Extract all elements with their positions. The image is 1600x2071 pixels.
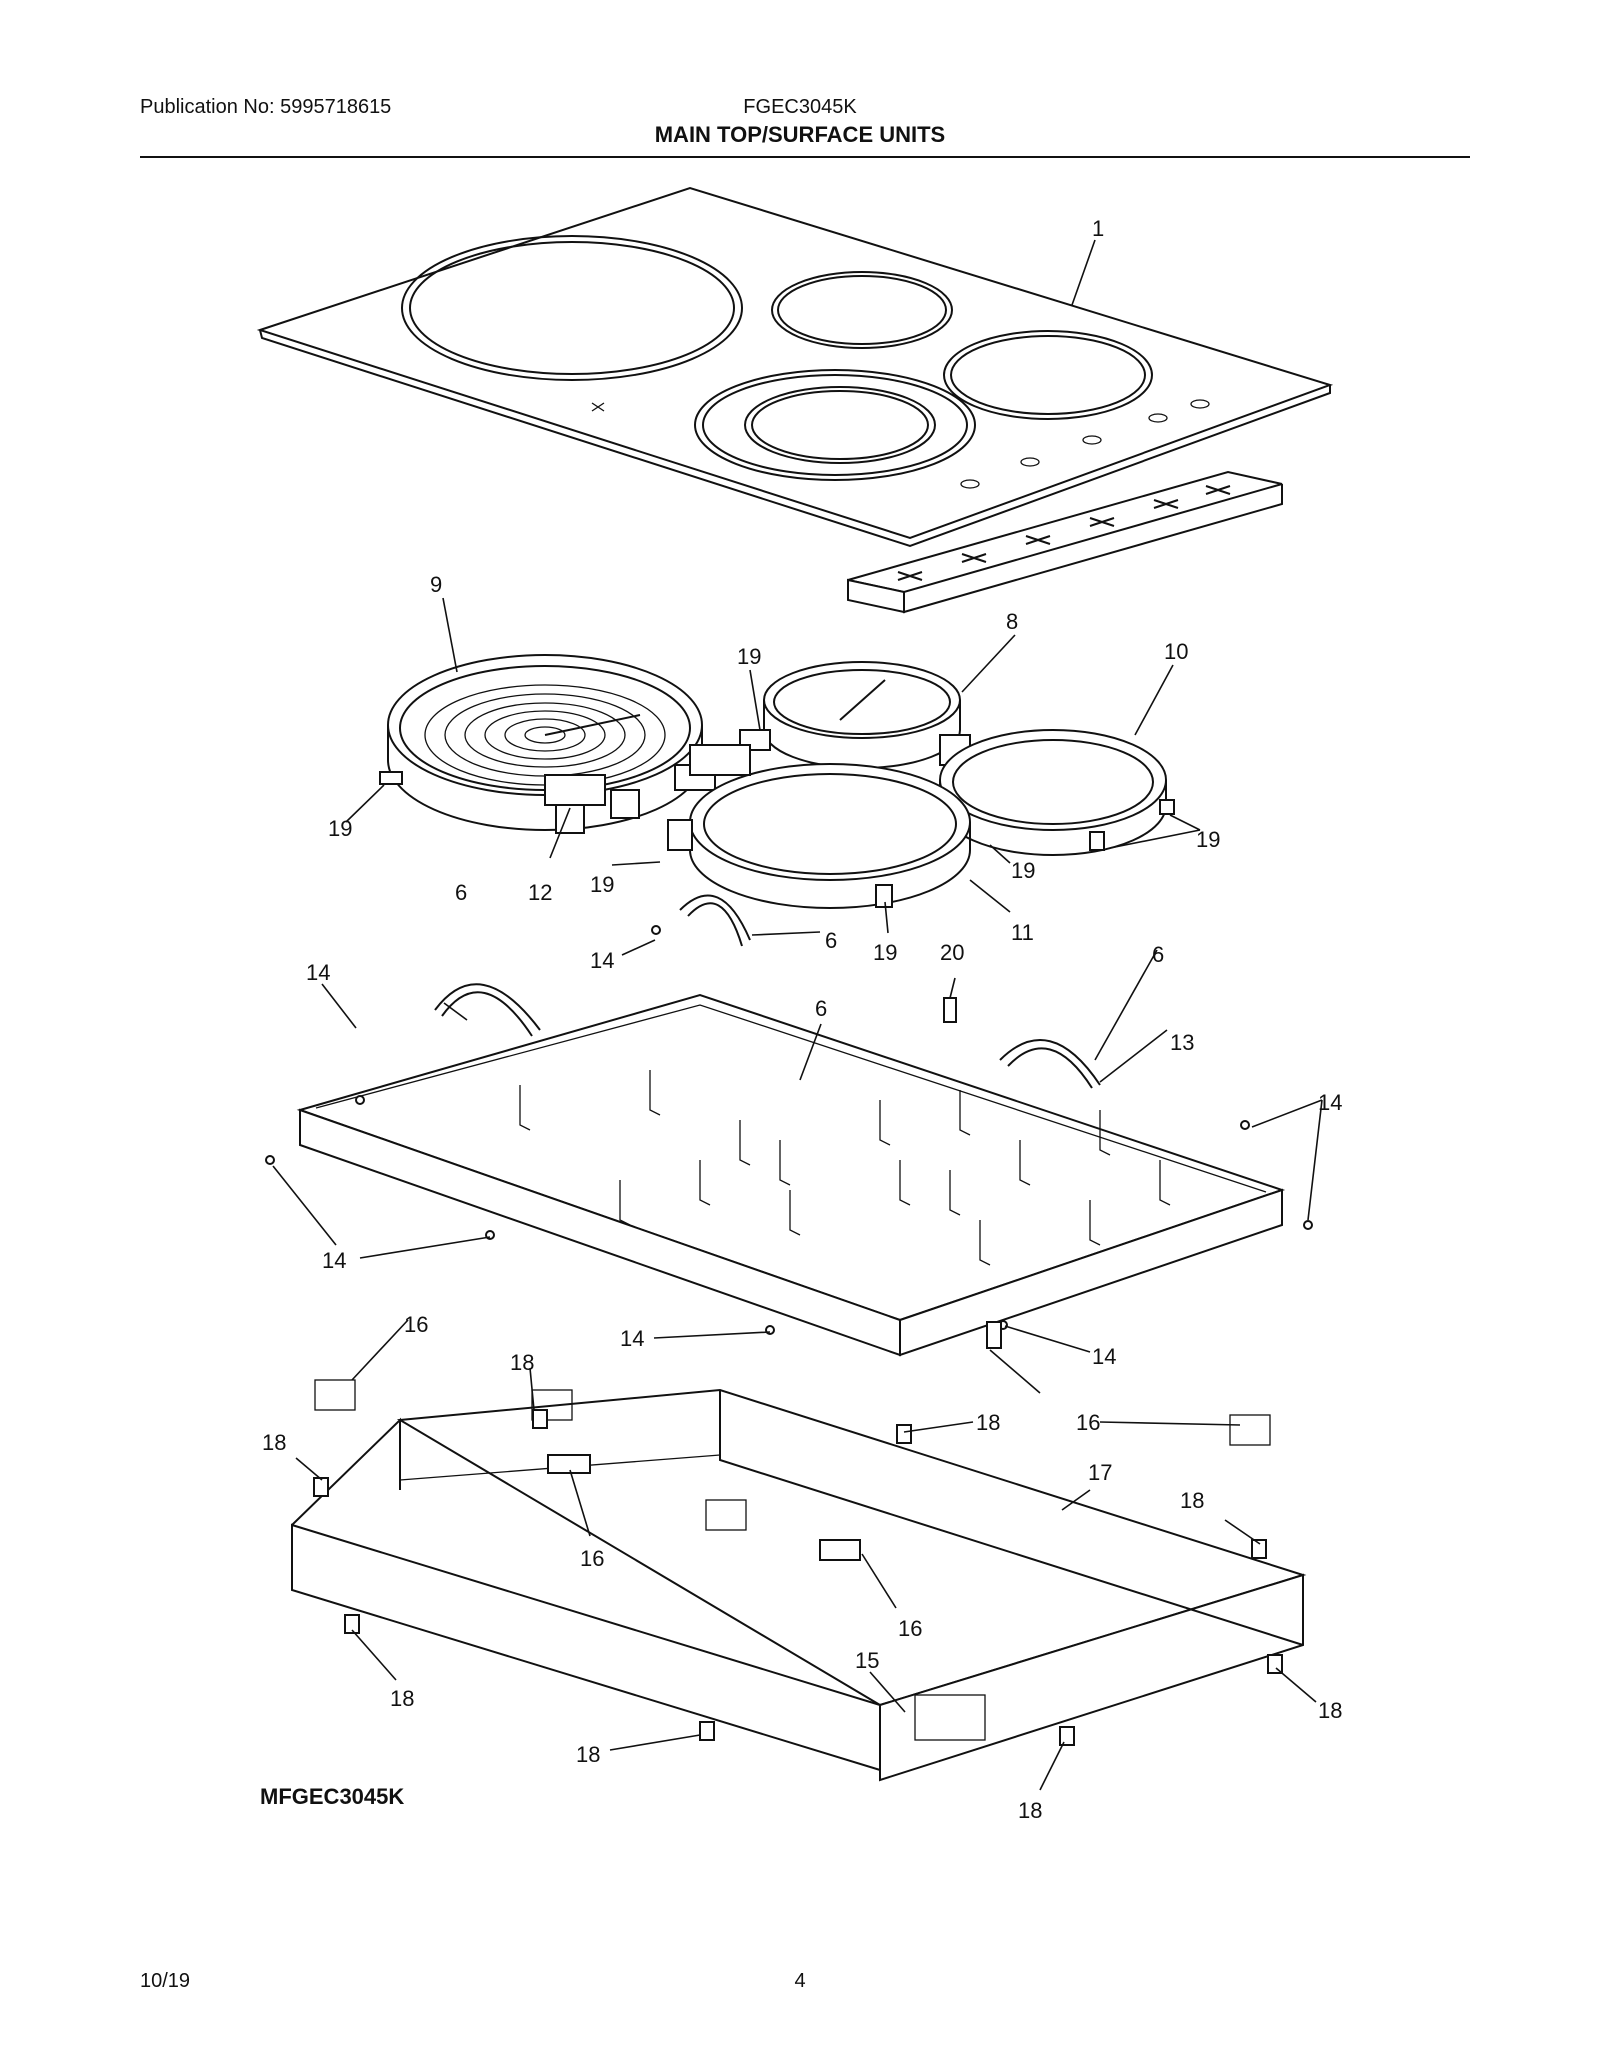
terminal-block bbox=[610, 789, 640, 819]
callout-13: 13 bbox=[1170, 1030, 1194, 1055]
header-rule bbox=[140, 156, 1470, 158]
callout-12: 12 bbox=[528, 880, 552, 905]
callout-10: 10 bbox=[1164, 639, 1188, 664]
callout-14f: 14 bbox=[1092, 1344, 1116, 1369]
callout-16c: 16 bbox=[580, 1546, 604, 1571]
callout-18d: 18 bbox=[1180, 1488, 1204, 1513]
callout-18h: 18 bbox=[1018, 1798, 1042, 1823]
callout-6a: 6 bbox=[825, 928, 837, 953]
model-number: FGEC3045K bbox=[743, 96, 857, 118]
callout-numbers: 1 9 19 8 10 19 12 19 19 19 19 11 6 14 6 … bbox=[262, 216, 1342, 1823]
footer-date: 10/19 bbox=[140, 1970, 191, 1992]
callout-19f: 19 bbox=[873, 940, 897, 965]
callout-18f: 18 bbox=[1318, 1698, 1342, 1723]
callout-8: 8 bbox=[1006, 609, 1018, 634]
callout-16a: 16 bbox=[404, 1312, 428, 1337]
callout-16b: 16 bbox=[1076, 1410, 1100, 1435]
callout-15: 15 bbox=[855, 1648, 879, 1673]
callout-14d: 14 bbox=[322, 1248, 346, 1273]
publication-number: Publication No: 5995718615 bbox=[140, 96, 392, 118]
small-bracket bbox=[943, 997, 957, 1023]
callout-18c: 18 bbox=[976, 1410, 1000, 1435]
clips bbox=[313, 1321, 1283, 1746]
section-title: MAIN TOP/SURFACE UNITS bbox=[654, 122, 946, 147]
callout-17: 17 bbox=[1088, 1460, 1112, 1485]
callout-1: 1 bbox=[1092, 216, 1104, 241]
callout-14e: 14 bbox=[620, 1326, 644, 1351]
callout-9: 9 bbox=[430, 572, 442, 597]
callout-18b: 18 bbox=[262, 1430, 286, 1455]
callout-19a: 19 bbox=[737, 644, 761, 669]
callout-14a: 14 bbox=[590, 948, 614, 973]
callout-18e: 18 bbox=[390, 1686, 414, 1711]
burner-pan bbox=[296, 993, 1286, 1357]
dual-ring-element bbox=[667, 744, 971, 909]
callout-18a: 18 bbox=[510, 1350, 534, 1375]
chassis-box bbox=[291, 1379, 1307, 1782]
callout-14b: 14 bbox=[306, 960, 330, 985]
large-radiant-element bbox=[379, 654, 716, 834]
callout-19e: 19 bbox=[1196, 827, 1220, 852]
callout-6b: 6 bbox=[455, 880, 467, 905]
control-bracket bbox=[847, 470, 1283, 614]
callout-6c: 6 bbox=[1152, 942, 1164, 967]
callout-11: 11 bbox=[1011, 920, 1034, 945]
callout-19c: 19 bbox=[590, 872, 614, 897]
callout-14c: 14 bbox=[1318, 1090, 1342, 1115]
glass-cooktop bbox=[256, 186, 1334, 548]
callout-6d: 6 bbox=[815, 996, 827, 1021]
callout-19b: 19 bbox=[328, 816, 352, 841]
leader-lines bbox=[272, 239, 1323, 1791]
small-radiant-element bbox=[739, 661, 971, 769]
callout-20: 20 bbox=[940, 940, 964, 965]
medium-ring-element bbox=[939, 729, 1175, 856]
callout-18g: 18 bbox=[576, 1742, 600, 1767]
callout-16d: 16 bbox=[898, 1616, 922, 1641]
diagram-code: MFGEC3045K bbox=[260, 1784, 405, 1809]
page-number: 4 bbox=[794, 1970, 806, 1992]
callout-19d: 19 bbox=[1011, 858, 1035, 883]
